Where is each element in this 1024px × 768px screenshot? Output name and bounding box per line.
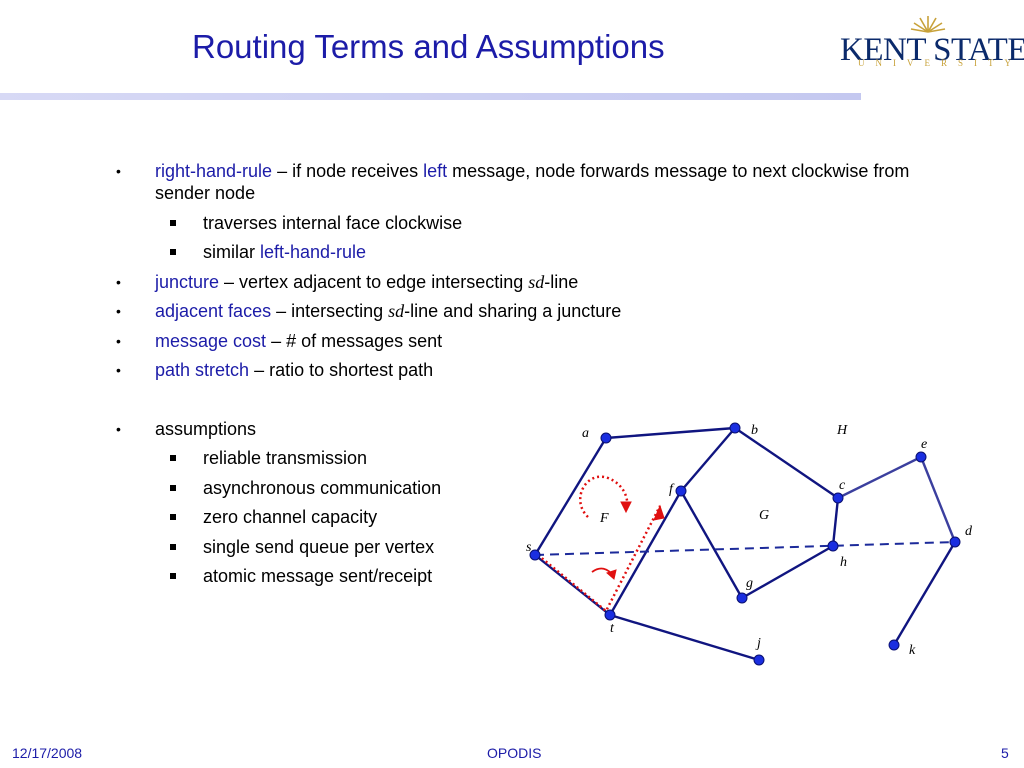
- bullet-path-stretch: • path stretch – ratio to shortest path: [116, 360, 434, 380]
- node-b: [729, 422, 741, 434]
- edge-c-e: [837, 455, 922, 500]
- assumption-item: atomic message sent/receipt: [112, 565, 932, 587]
- kent-state-logo: KENT STATE® UNIVERSITY: [838, 14, 1024, 74]
- term-left-hand-rule: left-hand-rule: [260, 242, 367, 262]
- node-label-c: c: [839, 478, 846, 493]
- node-f: [675, 485, 687, 497]
- bullet-adjacent-faces: • adjacent faces – intersecting sd-line …: [116, 301, 622, 321]
- bullet-right-hand-rule: • right-hand-rule – if node receives lef…: [116, 161, 910, 203]
- sub-bullet-square: [170, 573, 176, 579]
- edge-f-g: [679, 490, 744, 599]
- bullet-dot: •: [116, 273, 121, 290]
- clockwise-arrow-icon: [578, 475, 629, 518]
- logo-subtitle: UNIVERSITY: [858, 58, 1022, 68]
- edge-e-d: [919, 456, 957, 543]
- logo-wordmark: KENT STATE®: [840, 32, 1024, 68]
- arrowhead-icon: [606, 569, 617, 580]
- graph-nodes: [529, 422, 961, 666]
- sub-bullet-square: [170, 219, 176, 226]
- footer-page-number: 5: [1001, 745, 1009, 761]
- sub-bullet-square: [170, 455, 176, 461]
- face-label-G: G: [759, 508, 769, 523]
- node-e: [915, 451, 927, 463]
- slide-title: Routing Terms and Assumptions: [192, 28, 665, 65]
- sun-icon: [910, 16, 946, 33]
- bullet-dot: •: [116, 163, 121, 179]
- term-right-hand-rule: right-hand-rule: [155, 161, 273, 181]
- arrowhead-icon: [653, 504, 665, 521]
- sub-bullet-similar: similar left-hand-rule: [112, 241, 932, 263]
- node-g: [736, 592, 748, 604]
- node-label-j: j: [755, 636, 761, 651]
- assumption-item: reliable transmission: [112, 447, 932, 469]
- node-label-s: s: [526, 540, 532, 555]
- node-a: [600, 432, 612, 444]
- sub-bullet-square: [170, 514, 176, 520]
- node-d: [949, 536, 961, 548]
- term-adjacent-faces: adjacent faces: [155, 301, 272, 321]
- footer-date: 12/17/2008: [12, 745, 83, 761]
- assumption-item: single send queue per vertex: [112, 536, 932, 558]
- sd-line: [534, 541, 956, 556]
- bullet-juncture: • juncture – vertex adjacent to edge int…: [116, 271, 579, 292]
- node-label-d: d: [965, 524, 973, 539]
- node-label-g: g: [746, 576, 753, 591]
- footer-venue: OPODIS: [487, 745, 542, 761]
- edge-f-b: [680, 427, 736, 492]
- node-j: [753, 654, 765, 666]
- node-label-b: b: [751, 423, 758, 438]
- sub-bullet-square: [170, 249, 176, 255]
- sub-bullet-square: [170, 543, 176, 550]
- edge-b-c: [734, 427, 839, 499]
- node-s: [529, 549, 541, 561]
- edge-c-h: [831, 497, 840, 547]
- edge-a-s: [533, 437, 608, 556]
- message-path: [537, 475, 665, 613]
- bullet-dot: •: [116, 332, 121, 349]
- bullet-dot: •: [116, 362, 121, 378]
- sub-bullet-square: [170, 484, 176, 491]
- assumption-item: asynchronous communication: [112, 477, 932, 499]
- node-t: [604, 609, 616, 621]
- edge-t-j: [609, 613, 760, 662]
- edge-t-f: [608, 490, 683, 616]
- bullet-assumptions: • assumptions: [116, 418, 257, 439]
- bullet-message-cost: • message cost – # of messages sent: [116, 330, 443, 351]
- assumption-item: zero channel capacity: [112, 506, 932, 528]
- face-label-H: H: [836, 423, 848, 438]
- message-route: [537, 505, 662, 613]
- graph-labels: a b c d e f g h j k s t F G H: [526, 423, 973, 658]
- node-k: [888, 639, 900, 651]
- term-juncture: juncture: [155, 271, 220, 292]
- arrowhead-icon: [620, 501, 632, 514]
- edge-d-k: [892, 541, 957, 646]
- graph-edges: [533, 426, 957, 662]
- node-c: [832, 492, 844, 504]
- title-divider: [0, 93, 861, 100]
- term-path-stretch: path stretch: [155, 360, 250, 380]
- node-label-e: e: [921, 437, 927, 452]
- node-label-k: k: [909, 643, 916, 658]
- sub-bullet-traverses: traverses internal face clockwise: [112, 212, 932, 234]
- node-label-a: a: [582, 426, 589, 441]
- bullet-list: • right-hand-rule – if node receives lef…: [112, 160, 932, 595]
- node-label-f: f: [669, 482, 675, 497]
- edge-a-b: [605, 426, 736, 440]
- face-label-F: F: [599, 511, 609, 526]
- bullet-dot: •: [116, 303, 121, 319]
- node-label-h: h: [840, 555, 847, 570]
- node-h: [827, 540, 839, 552]
- node-label-t: t: [610, 621, 615, 636]
- edge-g-h: [741, 544, 834, 600]
- term-message-cost: message cost: [155, 330, 267, 351]
- term-left: left: [423, 161, 448, 181]
- bullet-dot: •: [116, 420, 121, 437]
